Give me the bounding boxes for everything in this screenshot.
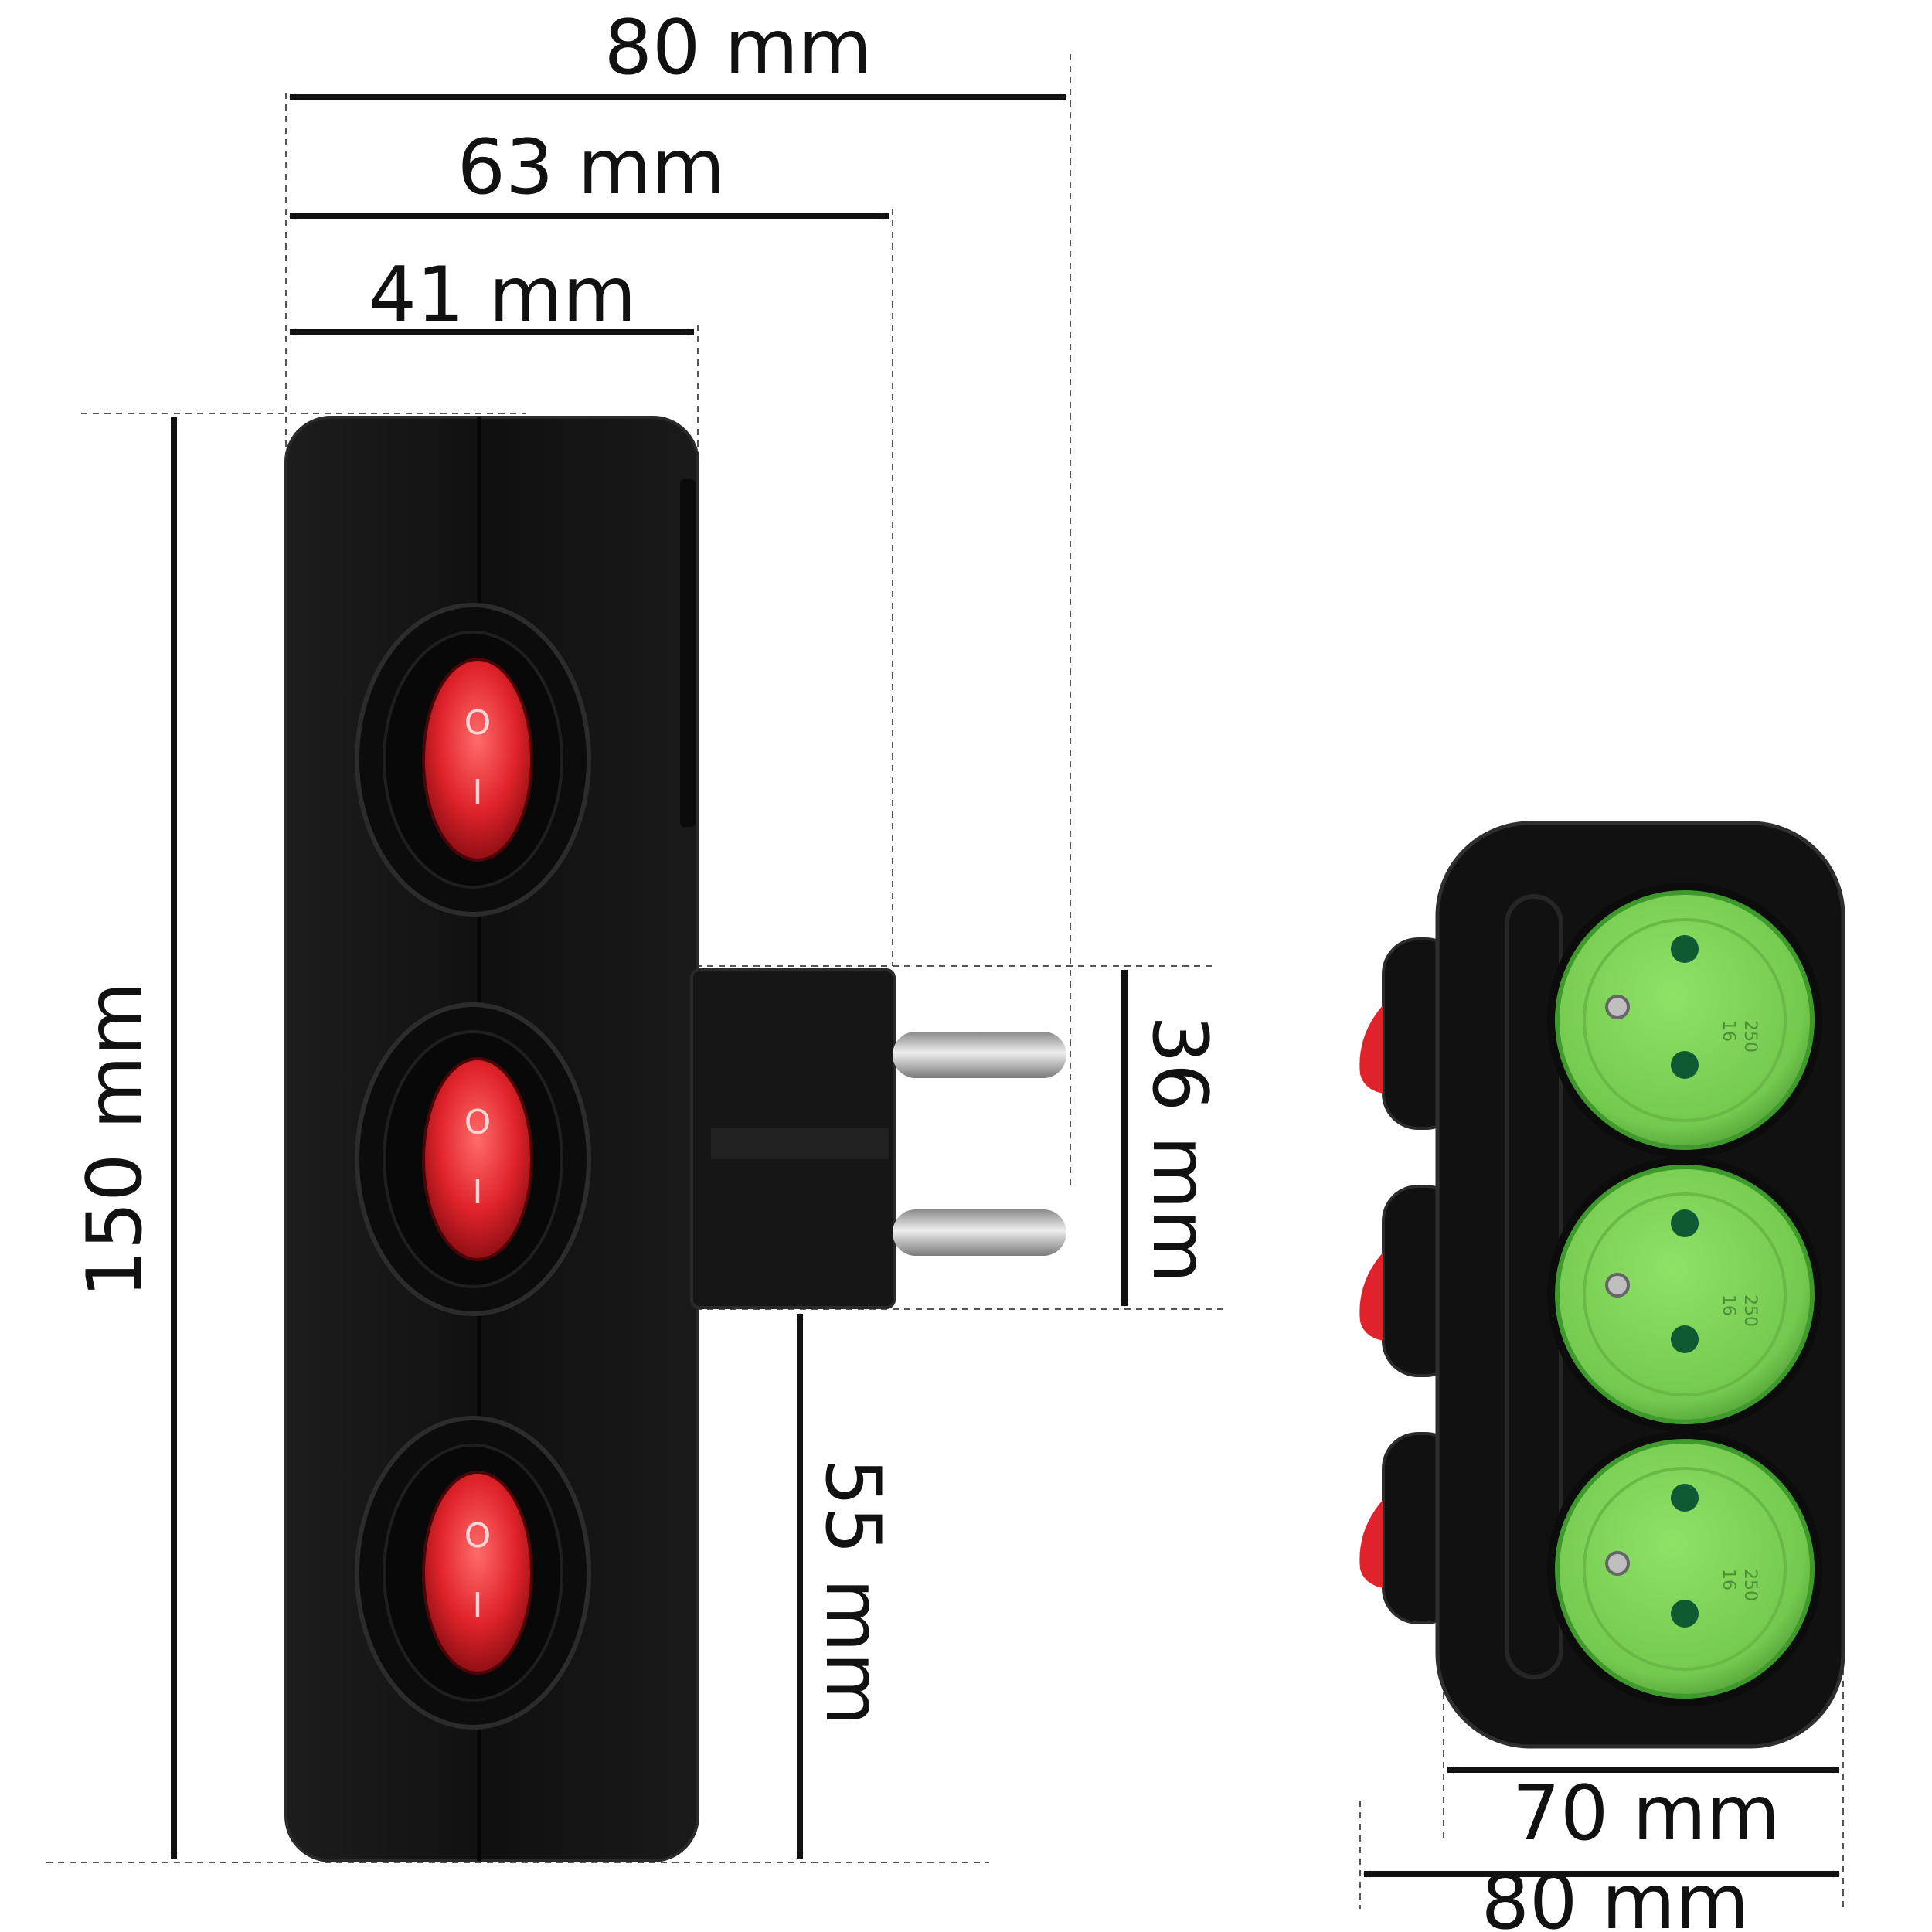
socket-rating-amps: 16	[1719, 1569, 1738, 1590]
side-plug	[690, 968, 1066, 1309]
plug-pin-upper	[893, 1032, 1066, 1078]
switch-on-symbol: I	[473, 1172, 483, 1212]
label-front-outer-width: 80 mm	[1481, 1859, 1750, 1932]
label-plug-face-width: 63 mm	[457, 124, 726, 212]
label-plug-offset: 55 mm	[808, 1458, 896, 1726]
socket-rating-amps: 16	[1719, 1020, 1738, 1042]
label-front-inner-width: 70 mm	[1512, 1770, 1781, 1858]
side-view-device: O I O I O I	[284, 416, 1066, 1862]
dimension-arrows	[170, 93, 1840, 1878]
socket-rating-volts: 250	[1740, 1569, 1760, 1601]
switch-off-symbol: O	[464, 703, 492, 743]
switch-off-symbol: O	[464, 1103, 492, 1142]
plug-pin-lower	[893, 1209, 1066, 1256]
switch-on-symbol: I	[473, 1586, 483, 1625]
label-overall-width: 80 mm	[604, 4, 872, 92]
front-view-device: 16 250 16 250 16 250	[1359, 821, 1845, 1749]
side-switch-3: O I	[355, 1416, 591, 1730]
label-body-depth: 41 mm	[369, 251, 637, 339]
dimension-labels: 80 mm 63 mm 41 mm 150 mm 36 mm 55 mm 70 …	[71, 4, 1780, 1932]
socket-3: 16 250	[1547, 1431, 1822, 1706]
side-switch-2: O I	[355, 1002, 591, 1316]
socket-rating-volts: 250	[1740, 1294, 1760, 1327]
switch-on-symbol: I	[473, 773, 483, 812]
socket-2: 16 250	[1547, 1157, 1822, 1432]
label-plug-height: 36 mm	[1135, 1015, 1223, 1284]
socket-rating-amps: 16	[1719, 1294, 1738, 1316]
switch-off-symbol: O	[464, 1516, 492, 1556]
label-height: 150 mm	[71, 981, 159, 1298]
socket-rating-volts: 250	[1740, 1020, 1760, 1053]
socket-1: 16 250	[1547, 883, 1822, 1158]
side-switch-1: O I	[355, 603, 591, 917]
